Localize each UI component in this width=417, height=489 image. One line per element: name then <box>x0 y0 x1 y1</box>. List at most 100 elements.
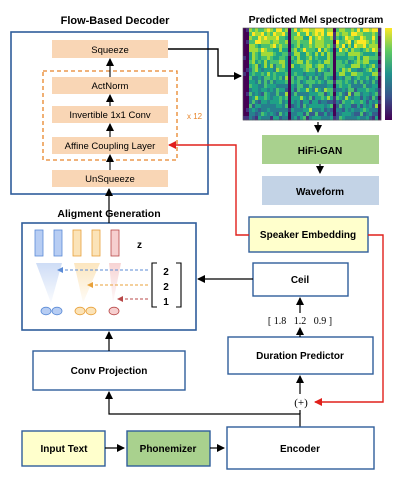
spectrogram-cell <box>312 44 316 49</box>
spectrogram-cell <box>252 32 256 37</box>
spectrogram-cell <box>342 44 346 49</box>
spectrogram-cell <box>324 52 328 57</box>
hifigan-label: HiFi-GAN <box>298 146 342 157</box>
spectrogram-cell <box>267 52 271 57</box>
spectrogram-cell <box>369 76 373 81</box>
spectrogram-cell <box>372 80 376 85</box>
spectrogram-cell <box>288 76 292 81</box>
spectrogram-cell <box>282 60 286 65</box>
spectrogram-cell <box>336 116 340 121</box>
spectrogram-cell <box>360 104 364 109</box>
spectrogram-cell <box>321 28 325 33</box>
spectrogram-cell <box>264 28 268 33</box>
spectrogram-cell <box>297 100 301 105</box>
spectrogram-cell <box>291 32 295 37</box>
spectrogram-cell <box>264 104 268 109</box>
spectrogram-cell <box>294 72 298 77</box>
spectrogram-cell <box>261 88 265 93</box>
spectrogram-cell <box>267 28 271 33</box>
spectrogram-cell <box>333 60 337 65</box>
duration-matrix-value: 2 <box>163 267 169 278</box>
spectrogram-cell <box>282 48 286 53</box>
spectrogram-cell <box>252 116 256 121</box>
spectrogram-cell <box>375 92 379 97</box>
spectrogram-cell <box>318 108 322 113</box>
spectrogram-cell <box>297 28 301 33</box>
spectrogram-cell <box>324 96 328 101</box>
spectrogram-cell <box>312 100 316 105</box>
spectrogram-cell <box>321 76 325 81</box>
spectrogram-cell <box>351 36 355 41</box>
duration-matrix-bracket-left <box>151 262 157 308</box>
spectrogram-cell <box>342 112 346 117</box>
spectrogram-cell <box>273 52 277 57</box>
spectrogram-cell <box>297 52 301 57</box>
spectrogram-cell <box>360 100 364 105</box>
spectrogram-cell <box>357 48 361 53</box>
spectrogram-cell <box>300 96 304 101</box>
spectrogram-cell <box>285 40 289 45</box>
spectrogram-cell <box>354 72 358 77</box>
spectrogram-cell <box>279 60 283 65</box>
spectrogram-cell <box>327 60 331 65</box>
spectrogram-cell <box>342 116 346 121</box>
spectrogram-cell <box>297 68 301 73</box>
spectrogram-cell <box>354 116 358 121</box>
spectrogram-cell <box>360 108 364 113</box>
spectrogram-cell <box>303 52 307 57</box>
spectrogram-cell <box>330 40 334 45</box>
spectrogram-cell <box>264 76 268 81</box>
spectrogram-cell <box>261 104 265 109</box>
spectrogram-cell <box>300 116 304 121</box>
spectrogram-cell <box>333 36 337 41</box>
spectrogram-cell <box>267 112 271 117</box>
spectrogram-cell <box>303 72 307 77</box>
unsqueeze-layer <box>52 170 168 187</box>
decoder-to-spectrogram-arrow <box>168 48 242 80</box>
spectrogram-cell <box>294 28 298 33</box>
spectrogram-cell <box>348 40 352 45</box>
spectrogram-cell <box>324 116 328 121</box>
spectrogram-cell <box>279 116 283 121</box>
spectrogram-cell <box>282 72 286 77</box>
spectrogram-cell <box>294 48 298 53</box>
spectrogram-cell <box>360 36 364 41</box>
spectrogram-cell <box>315 116 319 121</box>
spectrogram-cell <box>261 108 265 113</box>
spectrogram-cell <box>303 76 307 81</box>
spectrogram-cell <box>375 104 379 109</box>
spectrogram-cell <box>270 48 274 53</box>
spectrogram-cell <box>264 60 268 65</box>
affine-coupling-layer <box>52 137 168 154</box>
spectrogram-cell <box>276 108 280 113</box>
spectrogram-cell <box>255 100 259 105</box>
spectrogram-cell <box>312 72 316 77</box>
spectrogram-cell <box>354 112 358 117</box>
spectrogram-cell <box>246 96 250 101</box>
spectrogram-cell <box>252 76 256 81</box>
squeeze-label: Squeeze <box>91 45 129 56</box>
spectrogram-cell <box>282 100 286 105</box>
spectrogram-cell <box>246 72 250 77</box>
spectrogram-cell <box>309 104 313 109</box>
spectrogram-cell <box>285 44 289 49</box>
z-vector-orange <box>91 229 101 257</box>
spectrogram-cell <box>318 44 322 49</box>
spectrogram-cell <box>315 112 319 117</box>
spectrogram-cell <box>354 80 358 85</box>
spectrogram-cell <box>264 72 268 77</box>
spectrogram-cell <box>345 96 349 101</box>
spectrogram-cell <box>333 44 337 49</box>
spectrogram-cell <box>312 48 316 53</box>
actnorm-label: ActNorm <box>92 81 129 92</box>
spectrogram-cell <box>261 52 265 57</box>
spectrogram-cell <box>258 100 262 105</box>
spectrogram-cell <box>243 56 247 61</box>
spectrogram-cell <box>345 84 349 89</box>
spectrogram-cell <box>351 56 355 61</box>
spectrogram-cell <box>261 60 265 65</box>
spectrogram-cell <box>282 36 286 41</box>
spectrogram-cell <box>249 80 253 85</box>
spectrogram-cell <box>306 112 310 117</box>
spectrogram-cell <box>264 52 268 57</box>
